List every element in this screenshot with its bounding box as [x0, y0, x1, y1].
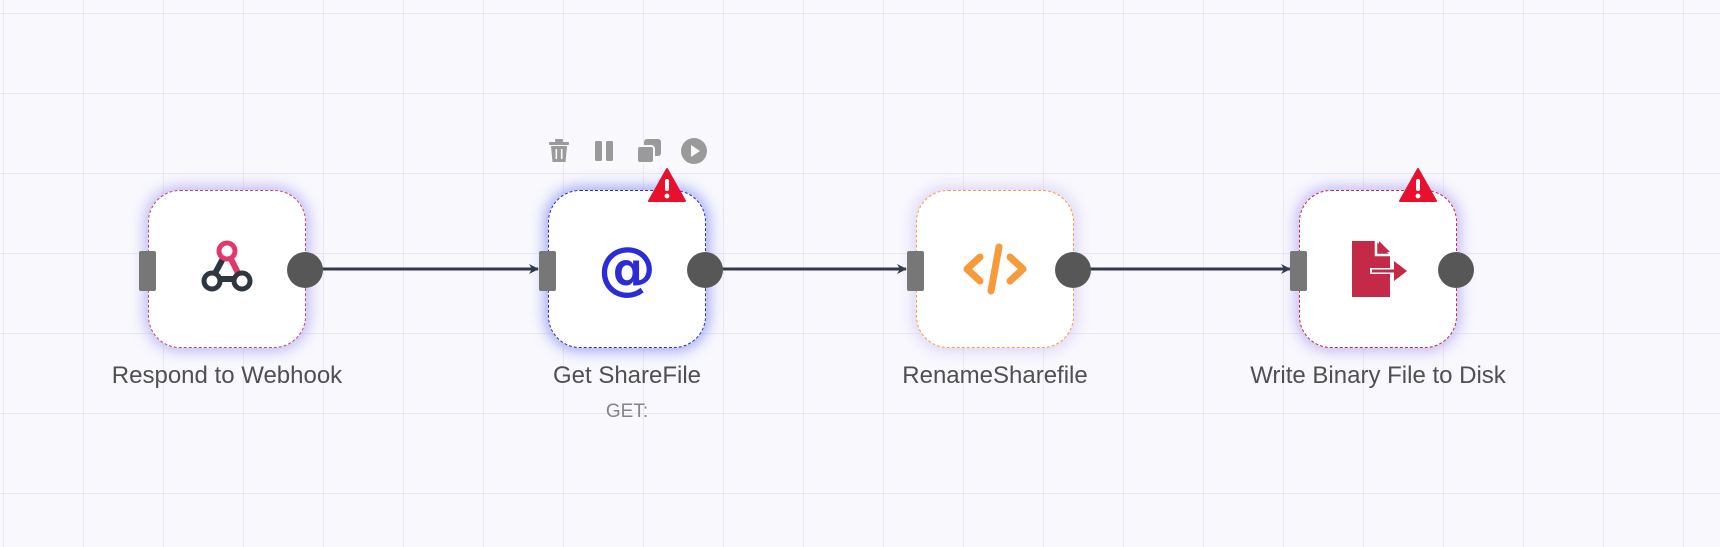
svg-text:@: @: [598, 237, 656, 301]
pause-icon: [595, 141, 613, 161]
node-respond-to-webhook[interactable]: [139, 190, 323, 348]
play-icon: [681, 138, 707, 164]
warning-icon: [648, 168, 686, 202]
disable-node-button[interactable]: [589, 136, 619, 166]
file-export-icon: [1352, 241, 1407, 297]
trash-icon: [549, 139, 569, 162]
warning-icon: [1399, 168, 1437, 202]
node-label: Respond to Webhook: [111, 362, 343, 389]
output-handle[interactable]: [287, 252, 323, 288]
node-label: Write Binary File to Disk: [1250, 362, 1506, 389]
output-handle[interactable]: [1438, 252, 1474, 288]
input-handle[interactable]: [139, 251, 156, 291]
delete-node-button[interactable]: [544, 136, 574, 166]
execute-node-button[interactable]: [679, 136, 709, 166]
output-handle[interactable]: [1055, 252, 1091, 288]
at-sign-icon: @: [598, 237, 656, 301]
duplicate-node-button[interactable]: [634, 136, 664, 166]
node-write-binary-file[interactable]: [1290, 168, 1474, 348]
node-renamesharefile[interactable]: [907, 190, 1091, 348]
input-handle[interactable]: [1290, 251, 1307, 291]
webhook-icon: [201, 240, 253, 292]
node-subtitle: GET:: [605, 401, 649, 422]
output-handle[interactable]: [687, 252, 723, 288]
node-toolbar: [544, 136, 724, 166]
node-get-sharefile[interactable]: @: [539, 168, 723, 348]
input-handle[interactable]: [539, 251, 556, 291]
input-handle[interactable]: [907, 251, 924, 291]
node-label: RenameSharefile: [902, 362, 1088, 389]
node-label: Get ShareFile: [552, 362, 702, 389]
code-icon: [963, 243, 1027, 295]
duplicate-icon: [636, 139, 661, 164]
